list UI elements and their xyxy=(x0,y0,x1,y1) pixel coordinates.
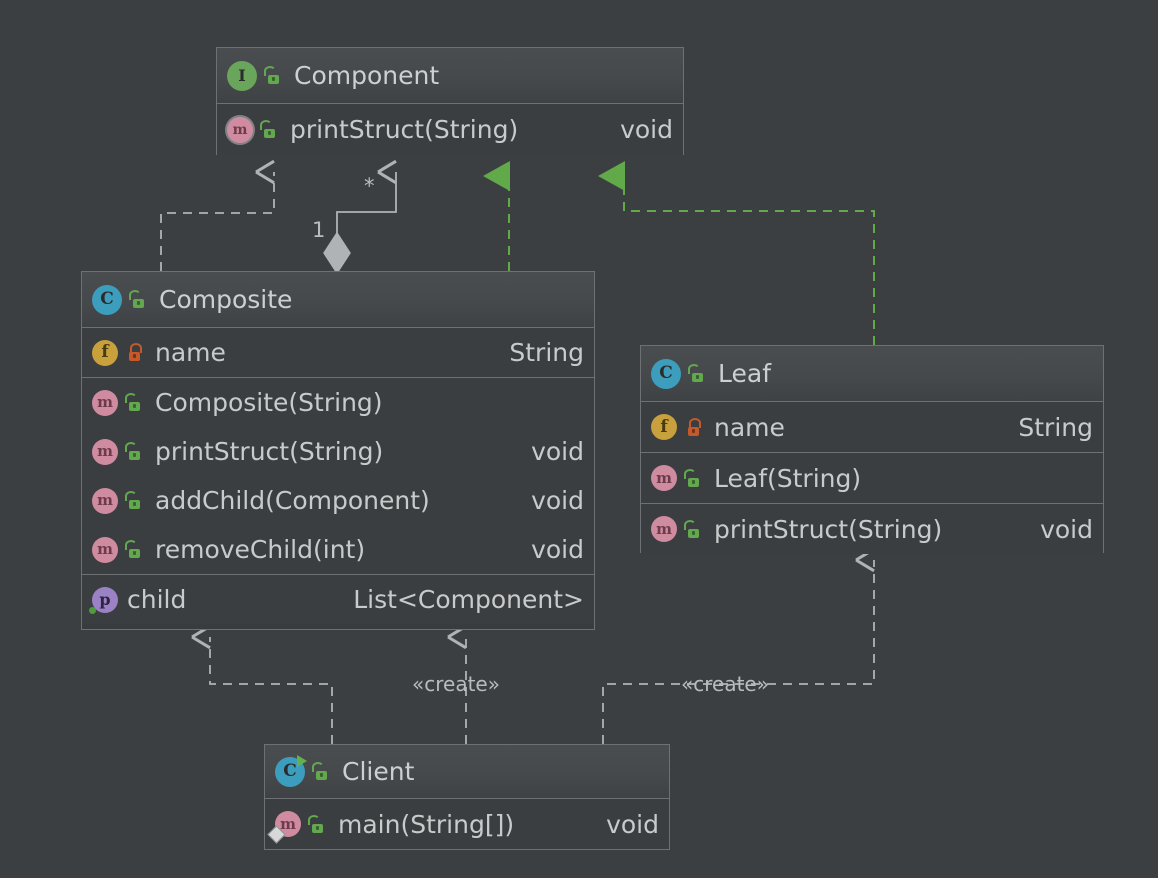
public-visibility-icon xyxy=(125,442,143,460)
run-badge-icon xyxy=(297,754,307,767)
member-name: printStruct(String) xyxy=(714,514,943,544)
fields-section-leaf: f name String xyxy=(641,402,1103,453)
method-icon: m xyxy=(92,389,118,416)
member-type: void xyxy=(531,437,584,466)
member-row[interactable]: m addChild(Component) void xyxy=(82,476,594,525)
member-type: void xyxy=(531,535,584,564)
public-visibility-icon xyxy=(125,491,143,509)
edge-leaf-overrides-printstruct xyxy=(598,161,875,345)
member-row[interactable]: m printStruct(String) void xyxy=(641,504,1103,554)
class-runnable-icon: C xyxy=(275,754,307,787)
member-type: void xyxy=(531,486,584,515)
member-name: main(String[]) xyxy=(338,809,515,839)
class-name-client: Client xyxy=(342,757,415,786)
member-name: printStruct(String) xyxy=(290,115,519,144)
method-icon: m xyxy=(651,516,677,542)
edge-composite-realizes-component xyxy=(160,159,275,271)
class-box-client[interactable]: C Client m main(String[]) void xyxy=(264,744,670,850)
class-header-component[interactable]: I Component xyxy=(217,48,683,104)
class-box-component[interactable]: I Component m printStruct(String) void xyxy=(216,47,684,155)
public-visibility-icon xyxy=(684,468,702,487)
public-visibility-icon xyxy=(684,519,702,538)
member-name: Composite(String) xyxy=(155,388,383,417)
member-name: removeChild(int) xyxy=(155,535,366,564)
edge-client-uses-composite xyxy=(191,624,333,744)
create-label-leaf: «create» xyxy=(681,672,769,696)
member-type: List<Component> xyxy=(353,585,584,614)
member-row[interactable]: m Leaf(String) xyxy=(641,453,1103,503)
member-row[interactable]: f name String xyxy=(82,328,594,377)
member-row[interactable]: m removeChild(int) void xyxy=(82,525,594,574)
class-header-leaf[interactable]: C Leaf xyxy=(641,346,1103,402)
member-type: String xyxy=(1018,412,1093,442)
abstract-method-icon: m xyxy=(227,116,253,143)
edge-composite-aggregates-component xyxy=(323,159,397,275)
class-name-composite: Composite xyxy=(159,285,293,314)
method-icon: m xyxy=(651,465,677,491)
public-visibility-icon xyxy=(264,66,282,84)
property-icon: p xyxy=(89,586,118,614)
member-row[interactable]: m main(String[]) void xyxy=(265,799,669,849)
fields-section-composite: f name String xyxy=(82,328,594,378)
multiplicity-target-label: * xyxy=(364,174,375,198)
private-visibility-icon xyxy=(686,417,702,436)
private-visibility-icon xyxy=(127,343,143,361)
member-type: void xyxy=(620,115,673,144)
public-visibility-icon xyxy=(312,762,330,780)
member-type: void xyxy=(606,809,659,839)
class-name-component: Component xyxy=(294,61,440,90)
member-type: void xyxy=(1040,514,1093,544)
method-icon: m xyxy=(92,536,118,563)
field-icon: f xyxy=(92,339,118,366)
create-label-composite: «create» xyxy=(412,672,500,696)
member-name: Leaf(String) xyxy=(714,463,862,493)
properties-section-composite: p child List<Component> xyxy=(82,575,594,624)
class-header-client[interactable]: C Client xyxy=(265,745,669,799)
class-icon: C xyxy=(651,358,681,389)
member-name: addChild(Component) xyxy=(155,486,430,515)
methods-section-composite: m Composite(String) m printStruct(String… xyxy=(82,378,594,575)
methods-section-component: m printStruct(String) void xyxy=(217,104,683,155)
class-box-leaf[interactable]: C Leaf f name String xyxy=(640,345,1104,554)
edge-client-creates-leaf xyxy=(602,547,875,744)
class-icon: C xyxy=(92,284,122,315)
member-row[interactable]: p child List<Component> xyxy=(82,575,594,624)
member-row[interactable]: f name String xyxy=(641,402,1103,452)
member-name: child xyxy=(127,585,187,614)
member-row[interactable]: m printStruct(String) void xyxy=(82,427,594,476)
method-icon: m xyxy=(92,438,118,465)
class-header-composite[interactable]: C Composite xyxy=(82,272,594,328)
public-visibility-icon xyxy=(125,540,143,558)
interface-icon: I xyxy=(227,60,257,91)
member-name: printStruct(String) xyxy=(155,437,384,466)
public-visibility-icon xyxy=(260,120,278,138)
member-name: name xyxy=(714,412,785,442)
public-visibility-icon xyxy=(125,393,143,411)
green-dot-badge xyxy=(89,606,96,614)
methods-section-leaf: m Leaf(String) xyxy=(641,453,1103,504)
class-box-composite[interactable]: C Composite f name String xyxy=(81,271,595,630)
member-row[interactable]: m printStruct(String) void xyxy=(217,104,683,155)
public-visibility-icon xyxy=(129,290,147,308)
method-icon: m xyxy=(92,487,118,514)
member-name: name xyxy=(155,338,226,367)
class-name-leaf: Leaf xyxy=(718,359,771,388)
public-visibility-icon xyxy=(688,364,706,382)
methods-section-client: m main(String[]) void xyxy=(265,799,669,849)
field-icon: f xyxy=(651,414,677,440)
methods-section-leaf-2: m printStruct(String) void xyxy=(641,504,1103,554)
public-visibility-icon xyxy=(308,814,326,833)
member-row[interactable]: m Composite(String) xyxy=(82,378,594,427)
member-type: String xyxy=(509,338,584,367)
static-method-icon: m xyxy=(267,811,301,844)
multiplicity-source-label: 1 xyxy=(312,218,326,242)
